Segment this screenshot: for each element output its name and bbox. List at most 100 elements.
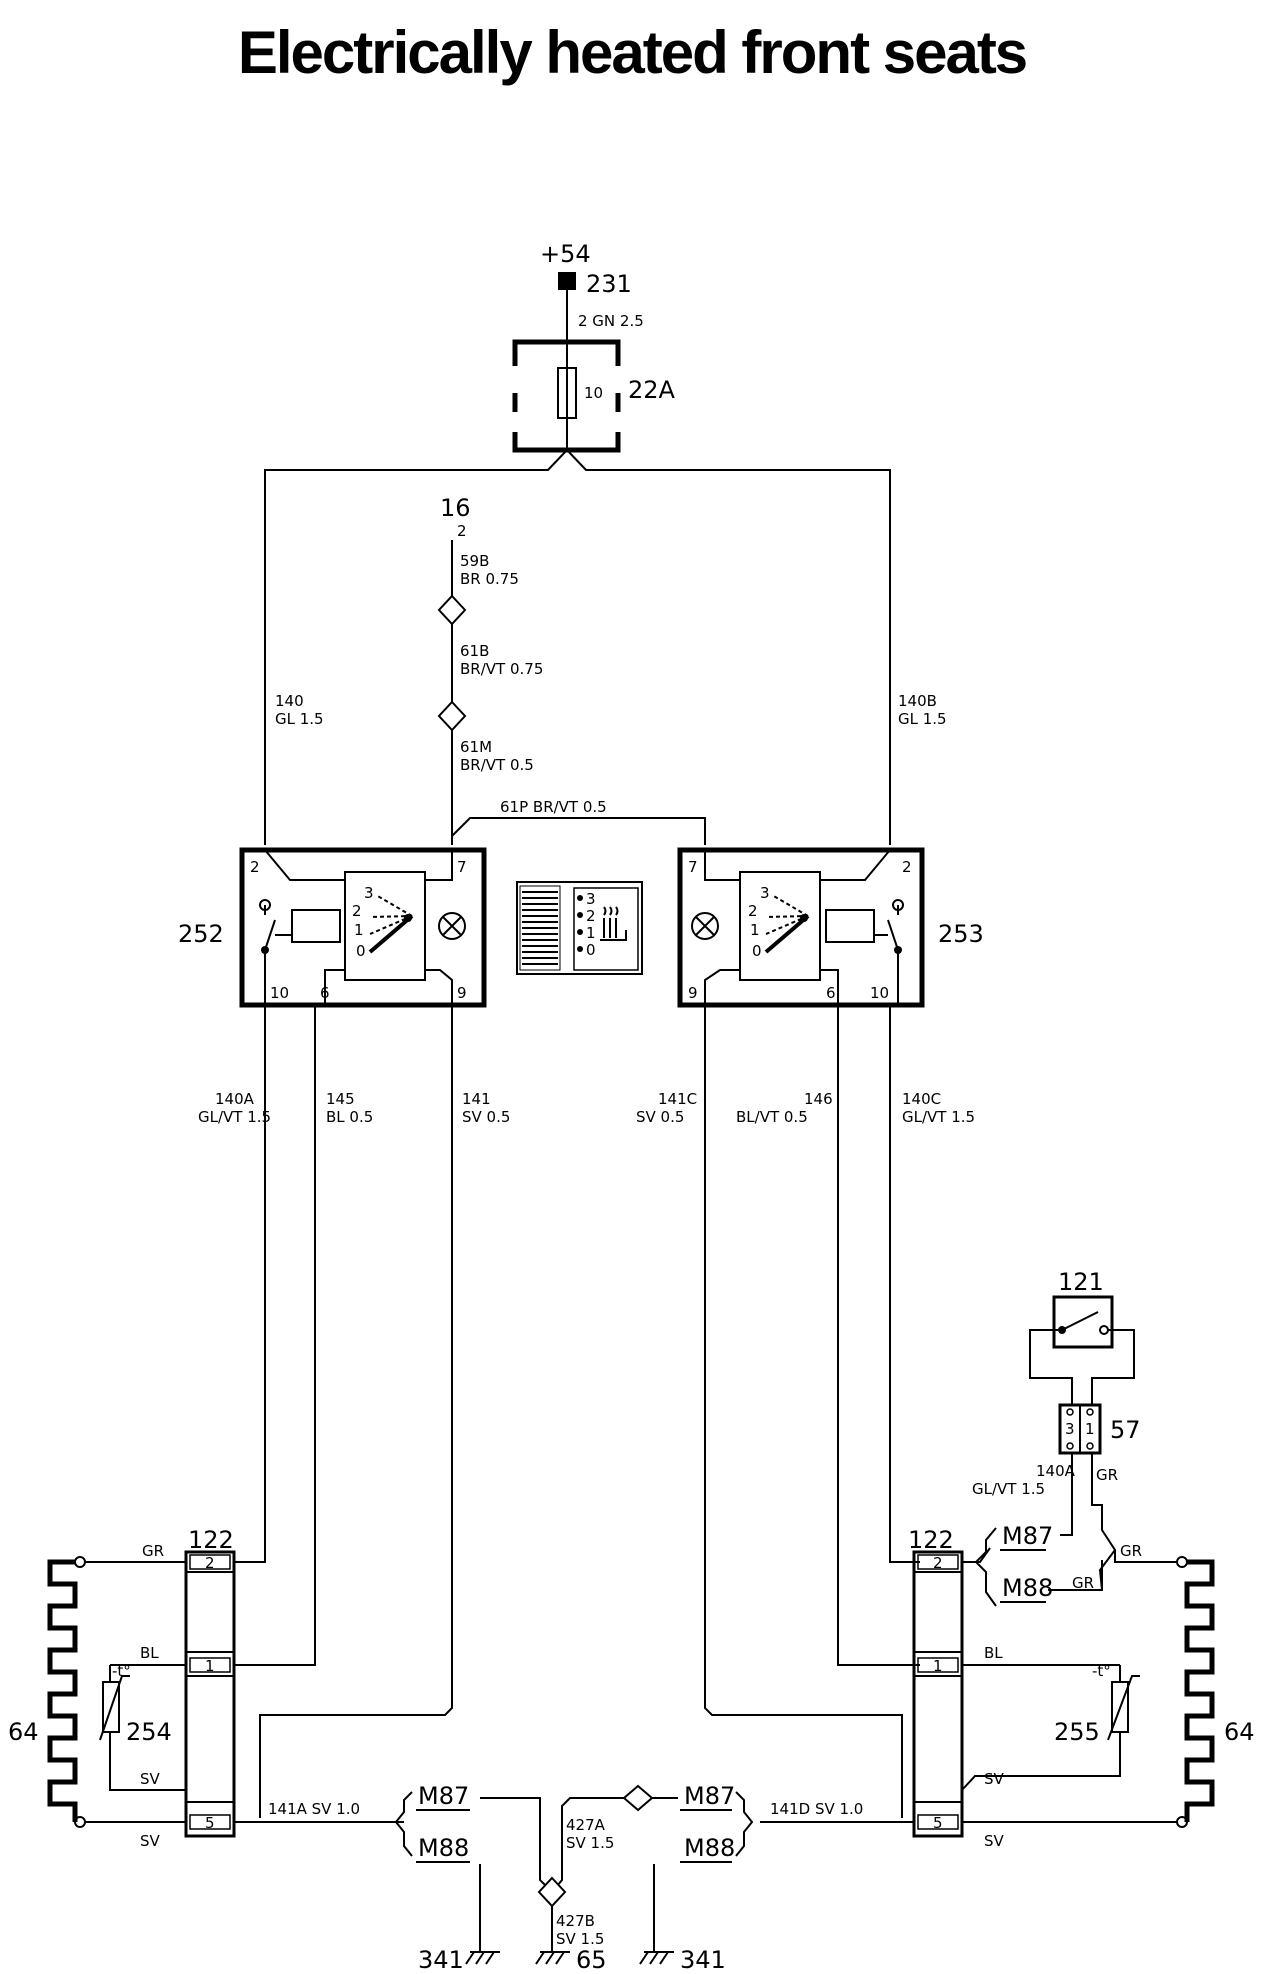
wire-61b-id: 61B [460, 642, 489, 660]
wire-140b-id: 140B [898, 692, 937, 710]
feed-pin: 2 [457, 522, 467, 540]
legend-pos-2: 2 [586, 907, 596, 925]
legend-pos-1: 1 [586, 924, 596, 942]
heater-left-id: 64 [8, 1718, 39, 1746]
conn122-left-pin-1: 1 [205, 1657, 215, 1675]
sw-right-pin-9: 9 [688, 984, 698, 1002]
connector-57-id: 57 [1110, 1416, 1141, 1444]
sw-right-pin-10: 10 [870, 984, 889, 1002]
connector-57: 3 1 [1058, 1403, 1102, 1455]
conn122-right-pin-1: 1 [933, 1657, 943, 1675]
connector-122-right-id: 122 [908, 1526, 954, 1554]
wire-61m-spec: BR/VT 0.5 [460, 756, 534, 774]
sw-left-pos-1: 1 [354, 921, 364, 939]
wire-141c-id: 141C [658, 1090, 697, 1108]
wire-left-sv-1: SV [140, 1770, 161, 1788]
sw-left-pin-6: 6 [320, 984, 330, 1002]
wire-left-sv-2: SV [140, 1832, 161, 1850]
variant-m88-right: M88 [684, 1834, 735, 1862]
wire-140a-spec: GL/VT 1.5 [198, 1108, 271, 1126]
wire-140a-id: 140A [215, 1090, 255, 1108]
conn122-left-pin-5: 5 [205, 1814, 215, 1832]
legend-pos-0: 0 [586, 941, 596, 959]
wire-right-bl: BL [984, 1644, 1003, 1662]
wire-61b-spec: BR/VT 0.75 [460, 660, 543, 678]
wire-145-spec: BL 0.5 [326, 1108, 373, 1126]
wire-59b-spec: BR 0.75 [460, 570, 519, 588]
wire-57-gr: GR [1096, 1466, 1118, 1484]
wire-141c-spec: SV 0.5 [636, 1108, 684, 1126]
sw-left-pos-3: 3 [364, 884, 374, 902]
ground-symbol-left [465, 1942, 500, 1965]
ground-center-id: 65 [576, 1946, 607, 1974]
wire-427a-id: 427A [566, 1816, 606, 1834]
sw-right-pos-0: 0 [752, 942, 762, 960]
connector-122-right: 2 1 5 [912, 1550, 964, 1838]
seat-switch-id: 121 [1058, 1268, 1104, 1296]
sw-left-pin-10: 10 [270, 984, 289, 1002]
heater-element-right [1107, 1556, 1215, 1828]
ground-symbol-center [535, 1942, 570, 1965]
conn122-right-pin-5: 5 [933, 1814, 943, 1832]
wire-m88-gr: GR [1072, 1574, 1094, 1592]
feed-id: 16 [440, 494, 471, 522]
conn57-pin-1: 1 [1085, 1420, 1095, 1438]
wire-61p-label: 61P BR/VT 0.5 [500, 798, 607, 816]
supply-terminal-label: +54 [540, 240, 591, 268]
variant-m88-right-upper: M88 [1002, 1574, 1053, 1602]
fuse-rating: 10 [584, 384, 603, 402]
wire-141d-label: 141D SV 1.0 [770, 1800, 863, 1818]
wire-140c-id: 140C [902, 1090, 941, 1108]
ground-left-id: 341 [418, 1946, 464, 1974]
conn122-right-pin-2: 2 [933, 1554, 943, 1572]
wire-61m-id: 61M [460, 738, 492, 756]
wire-59b-id: 59B [460, 552, 489, 570]
seat-occupancy-switch [1029, 1295, 1135, 1405]
seat-heater-switch-right: 3 2 1 0 7 2 9 6 10 [677, 847, 925, 1008]
switch-left-id: 252 [178, 920, 224, 948]
sw-right-pos-1: 1 [750, 921, 760, 939]
wire-left-bl: BL [140, 1644, 159, 1662]
ground-symbol-right [639, 1942, 674, 1965]
heater-element-left [47, 1556, 130, 1828]
sensor-left-id: 254 [126, 1718, 172, 1746]
sw-right-pos-2: 2 [748, 902, 758, 920]
splice-59b [437, 594, 467, 626]
connector-122-left-id: 122 [188, 1526, 234, 1554]
sw-right-pin-6: 6 [826, 984, 836, 1002]
wire-140-spec: GL 1.5 [275, 710, 324, 728]
variant-m87-right-upper: M87 [1002, 1522, 1053, 1550]
wire-right-sv-1: SV [984, 1770, 1005, 1788]
sensor-right-id: 255 [1054, 1718, 1100, 1746]
supply-wire-label: 2 GN 2.5 [578, 312, 644, 330]
wire-427b-id: 427B [556, 1912, 595, 1930]
variant-m87-right: M87 [684, 1782, 735, 1810]
wire-141-id: 141 [462, 1090, 491, 1108]
wire-right-sv-2: SV [984, 1832, 1005, 1850]
wire-146-id: 146 [804, 1090, 833, 1108]
sensor-right-temp: -t° [1092, 1662, 1111, 1680]
heater-right-id: 64 [1224, 1718, 1255, 1746]
variant-m88-left: M88 [418, 1834, 469, 1862]
fuse-id: 22A [628, 376, 676, 404]
fuse-box: 10 22A [512, 339, 676, 453]
wire-140a-right-spec: GL/VT 1.5 [972, 1480, 1045, 1498]
sw-left-pos-0: 0 [356, 942, 366, 960]
wire-left-gr: GR [142, 1542, 164, 1560]
page-title: Electrically heated front seats [237, 19, 1028, 86]
sw-right-pin-7: 7 [688, 858, 698, 876]
variant-m87-left: M87 [418, 1782, 469, 1810]
conn122-left-pin-2: 2 [205, 1554, 215, 1572]
wire-140b-spec: GL 1.5 [898, 710, 947, 728]
sw-left-pos-2: 2 [352, 902, 362, 920]
wire-140c-spec: GL/VT 1.5 [902, 1108, 975, 1126]
conn57-pin-3: 3 [1065, 1420, 1075, 1438]
supply-node-label: 231 [586, 270, 632, 298]
sw-left-pin-7: 7 [457, 858, 467, 876]
wire-141-spec: SV 0.5 [462, 1108, 510, 1126]
sw-left-pin-2: 2 [250, 858, 260, 876]
switch-legend-symbol: 3 2 1 0 [516, 881, 643, 975]
wire-141a-label: 141A SV 1.0 [268, 1800, 360, 1818]
sensor-left-temp: -t° [112, 1662, 131, 1680]
